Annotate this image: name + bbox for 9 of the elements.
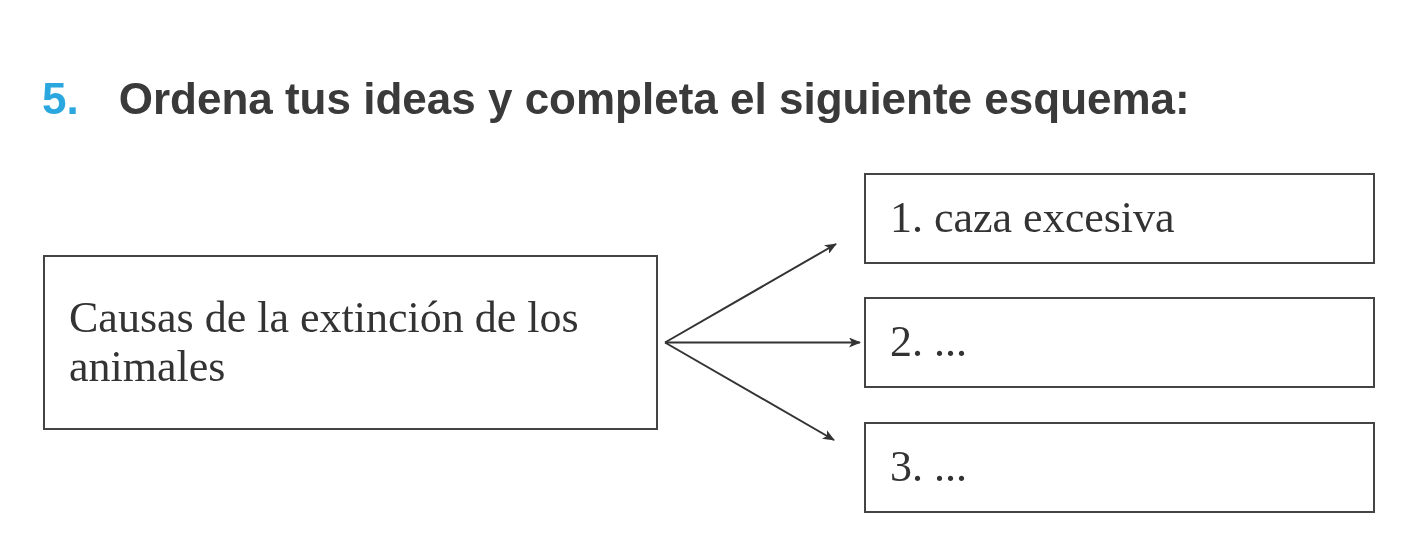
text-box: 3. ...	[864, 422, 1375, 513]
text-box: Causas de la extinción de los animales	[43, 255, 658, 430]
arrow	[664, 341, 835, 441]
arrow	[664, 337, 861, 348]
text-box: 2. ...	[864, 297, 1375, 388]
task-number: 5.	[42, 73, 79, 125]
task-title: Ordena tus ideas y completa el siguiente esquema:	[118, 73, 1190, 125]
text-box: 1. caza excesiva	[864, 173, 1375, 264]
arrow	[664, 243, 837, 344]
